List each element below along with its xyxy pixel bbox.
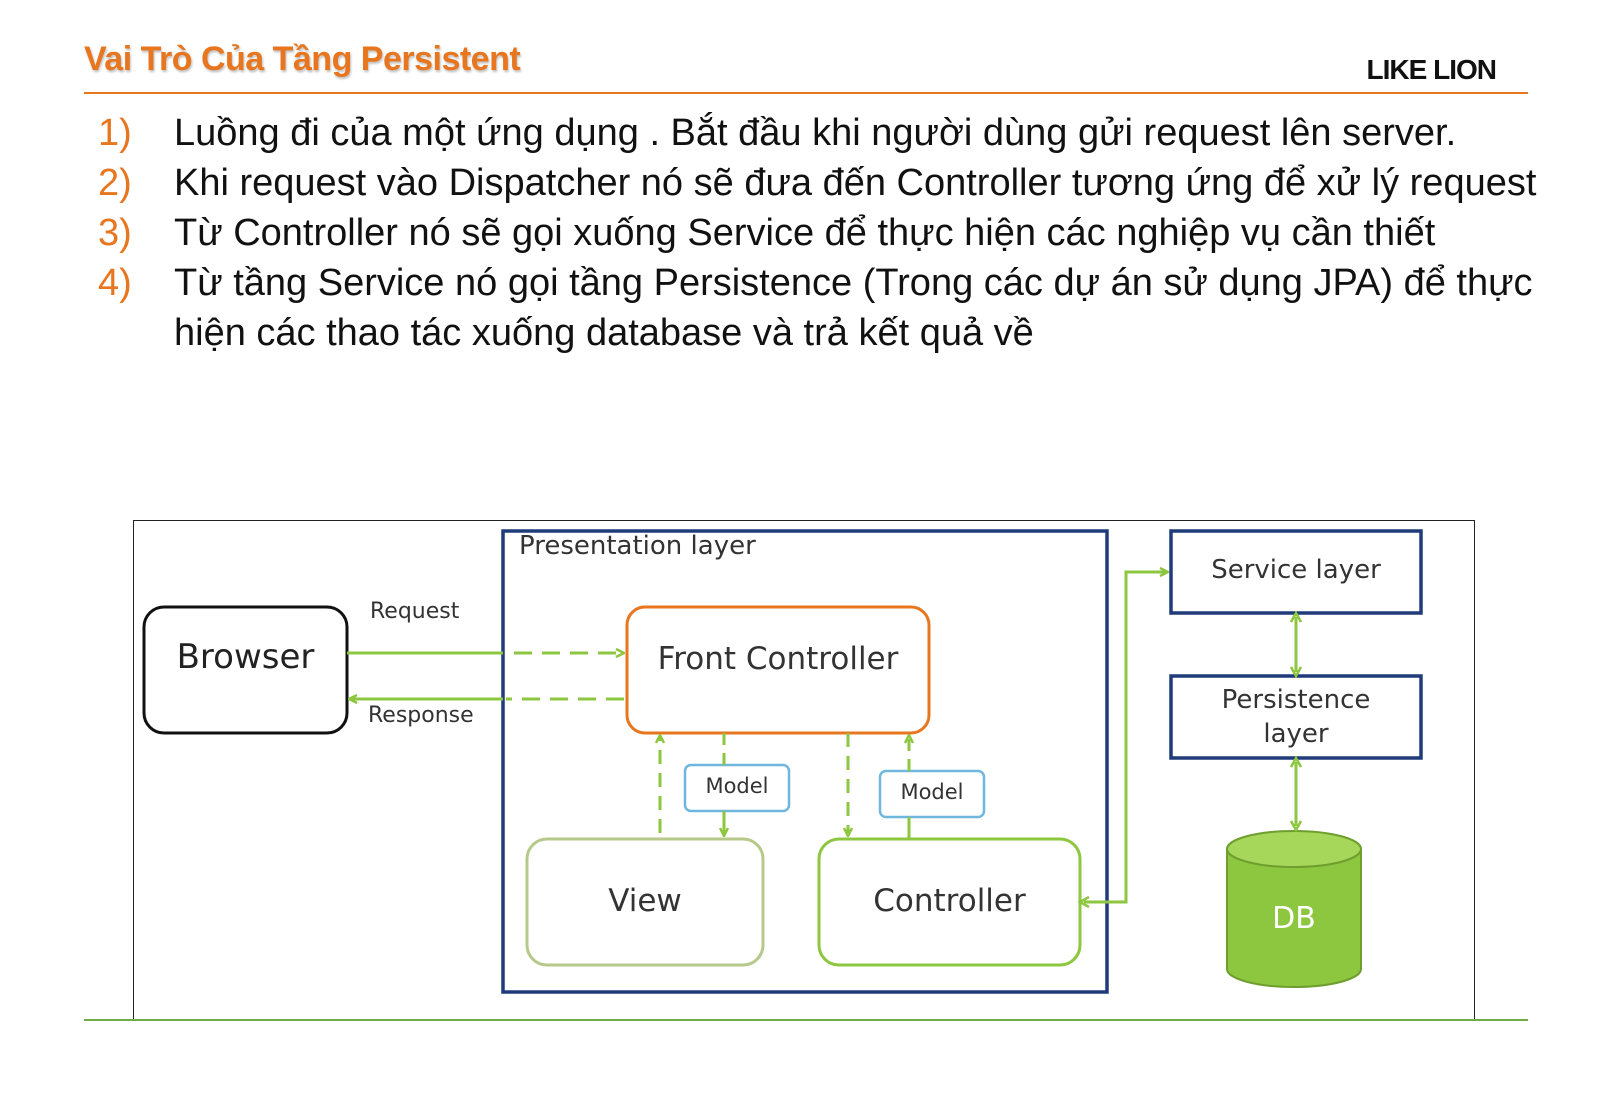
view-box — [525, 837, 765, 967]
browser-box — [142, 605, 349, 735]
brand-logo: LIKE LION — [1366, 54, 1497, 85]
architecture-diagram: Browser Request Response Presentation la… — [133, 520, 1475, 1020]
list-item: 4) Từ tầng Service nó gọi tầng Persistenc… — [98, 258, 1538, 358]
response-label: Response — [368, 703, 474, 728]
step-text: Từ tầng Service nó gọi tầng Persistence … — [174, 262, 1533, 354]
step-text: Luồng đi của một ứng dụng . Bắt đầu khi … — [174, 112, 1457, 154]
presentation-layer-label: Presentation layer — [519, 531, 756, 561]
footer-divider — [84, 1019, 1528, 1021]
list-item: 3) Từ Controller nó sẽ gọi xuống Service … — [98, 208, 1538, 258]
db-label: DB — [1272, 901, 1316, 936]
controller-label: Controller — [873, 883, 1026, 919]
service-layer-label: Service layer — [1211, 555, 1381, 585]
diagram-graphics — [142, 529, 1423, 994]
page-title: Vai Trò Của Tầng Persistent — [84, 40, 521, 78]
step-number: 3) — [98, 212, 132, 254]
front-controller-box — [625, 605, 931, 735]
view-label: View — [608, 883, 682, 919]
service-layer-box — [1169, 529, 1423, 615]
steps-list: 1) Luồng đi của một ứng dụng . Bắt đầu kh… — [98, 108, 1538, 358]
browser-label: Browser — [176, 637, 315, 677]
step-text: Khi request vào Dispatcher nó sẽ đưa đến… — [174, 162, 1537, 204]
step-number: 4) — [98, 262, 132, 304]
front-controller-label: Front Controller — [657, 641, 899, 677]
list-item: 2) Khi request vào Dispatcher nó sẽ đưa đ… — [98, 158, 1538, 208]
step-number: 2) — [98, 162, 132, 204]
step-number: 1) — [98, 112, 132, 154]
persistence-layer-label-line2: layer — [1263, 719, 1329, 749]
model-right-box — [878, 769, 986, 819]
list-item: 1) Luồng đi của một ứng dụng . Bắt đầu kh… — [98, 108, 1538, 158]
persistence-layer-label-line1: Persistence — [1221, 685, 1371, 715]
controller-service-link — [1084, 572, 1167, 902]
model-left-label: Model — [705, 774, 769, 798]
request-label: Request — [370, 599, 460, 624]
header-divider — [84, 92, 1528, 94]
step-text: Từ Controller nó sẽ gọi xuống Service để… — [174, 212, 1436, 254]
db-cylinder — [1226, 830, 1362, 988]
model-left-box — [683, 763, 791, 813]
model-right-label: Model — [900, 780, 964, 804]
